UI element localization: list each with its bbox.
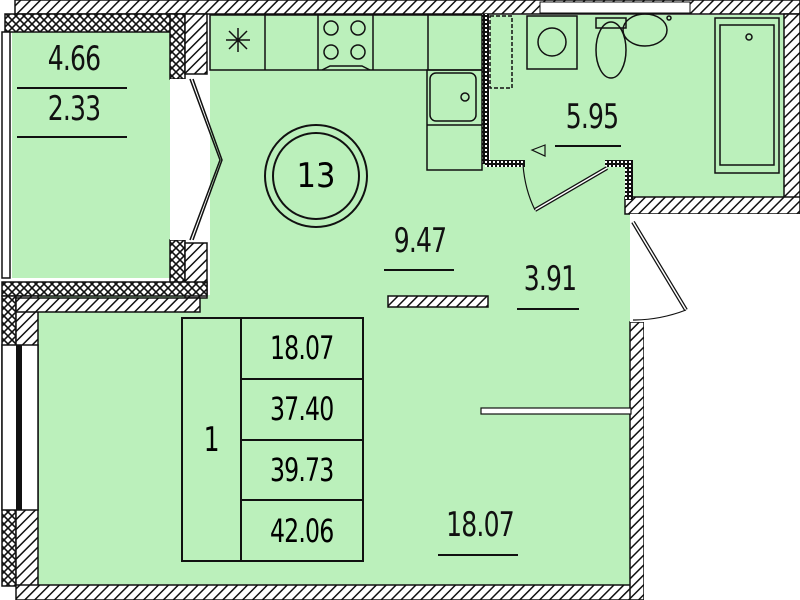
balcony-reduced-area: 2.33 — [47, 89, 101, 129]
total-area-value: 37.40 — [270, 390, 334, 429]
balcony-floor — [12, 32, 170, 278]
balcony-top-wall — [4, 13, 186, 33]
entry-door — [632, 309, 687, 321]
room-count-cell: 1 — [183, 319, 242, 560]
bathroom-area: 5.95 — [565, 97, 619, 137]
total-area-cell: 37.40 — [242, 380, 362, 441]
area-with-reduced-balcony-value: 39.73 — [270, 450, 334, 489]
room-count: 1 — [203, 419, 220, 460]
bathroom-door — [522, 164, 536, 211]
bathroom-partition — [482, 14, 489, 164]
hallway-area-underline — [517, 308, 579, 310]
apartment-number: 13 — [272, 132, 360, 220]
apartment-summary-table: 1 18.07 37.40 39.73 42.06 — [181, 317, 364, 562]
bathroom-fixtures — [489, 13, 780, 174]
living-right-wall — [629, 321, 645, 600]
partition-wall — [387, 295, 489, 308]
balcony-area-underline — [17, 87, 127, 89]
apartment-number-badge: 13 — [264, 124, 368, 228]
kitchen-area-underline — [384, 269, 454, 271]
bathroom-area-underline — [555, 145, 621, 147]
balcony-door — [189, 78, 223, 241]
summary-values: 18.07 37.40 39.73 42.06 — [242, 319, 362, 560]
hallway-area: 3.91 — [523, 259, 577, 299]
area-with-balcony-reduced-cell: 39.73 — [242, 441, 362, 502]
area-with-full-balcony-value: 42.06 — [270, 511, 334, 550]
hallway-floor — [485, 160, 630, 300]
balcony-bottom-wall — [1, 281, 208, 297]
living-area-cell: 18.07 — [242, 319, 362, 380]
living-room-area: 18.07 — [446, 505, 515, 545]
living-area-value: 18.07 — [270, 329, 334, 368]
top-window — [539, 1, 691, 14]
kitchen-area: 9.47 — [393, 221, 447, 261]
balcony-reduced-underline — [17, 136, 127, 138]
kitchen-counter — [209, 14, 483, 171]
balcony-glazing — [1, 31, 11, 279]
wardrobe-partition — [480, 407, 632, 415]
balcony-area: 4.66 — [47, 39, 101, 79]
area-with-balcony-full-cell: 42.06 — [242, 501, 362, 560]
bottom-wall — [15, 584, 644, 600]
living-room-area-underline — [438, 554, 518, 556]
